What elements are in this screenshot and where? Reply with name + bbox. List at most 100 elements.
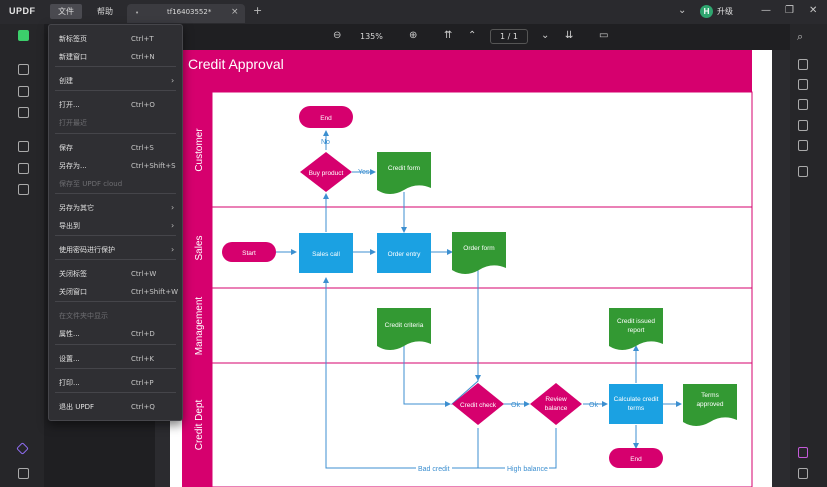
file-menu-item[interactable]: 设置...Ctrl+K	[49, 351, 182, 367]
calculate-credit-terms-process	[609, 384, 663, 424]
file-menu-item[interactable]: 打开... Ctrl+O	[49, 97, 182, 113]
zoom-out-icon[interactable]: ⊖	[333, 30, 342, 41]
menu-help[interactable]: 帮助	[97, 7, 113, 16]
order-form-document	[452, 232, 506, 274]
credit-check-decision	[452, 383, 504, 425]
menu-separator	[55, 66, 176, 67]
chevron-right-icon: ›	[171, 76, 175, 85]
upgrade-button[interactable]: H 升级	[700, 3, 742, 20]
label-ok-1: Ok	[511, 402, 520, 409]
chevron-right-icon: ›	[171, 203, 175, 212]
calculate-credit-terms-line-2: terms	[628, 405, 645, 412]
credit-issued-report-document	[609, 308, 663, 350]
layers-icon[interactable]	[16, 442, 29, 455]
previous-page-icon[interactable]: ⌃	[468, 30, 477, 41]
comment-icon[interactable]	[18, 64, 29, 75]
file-menu-item-label: 属性...	[59, 330, 80, 338]
convert-icon[interactable]	[798, 79, 808, 90]
title-band	[182, 50, 752, 78]
diagram-title: Credit Approval	[188, 56, 284, 72]
chevron-right-icon: ›	[171, 245, 175, 254]
credit-form-document	[377, 152, 431, 194]
unsaved-dot: •	[135, 9, 140, 17]
credit-criteria-label: Credit criteria	[385, 322, 424, 329]
file-menu-item[interactable]: 导出到›	[49, 218, 182, 234]
page-number-input[interactable]: 1 / 1	[490, 29, 528, 44]
new-tab-icon[interactable]: +	[253, 4, 263, 17]
presentation-icon[interactable]: ▭	[599, 30, 609, 41]
buy-product-decision	[300, 152, 352, 192]
zoom-in-icon[interactable]: ⊕	[409, 30, 418, 41]
file-menu-item-label: 关闭标签	[59, 270, 87, 278]
ocr-icon[interactable]	[18, 141, 29, 152]
menu-separator	[55, 344, 176, 345]
file-menu-item-shortcut: Ctrl+O	[131, 101, 155, 109]
credit-issued-report-line-2: report	[628, 327, 645, 334]
file-menu-item[interactable]: 使用密码进行保护 ›	[49, 242, 182, 258]
file-menu-item-label: 打开最近	[59, 119, 87, 127]
file-menu-item[interactable]: 另存为...Ctrl+Shift+S	[49, 158, 182, 174]
search-icon[interactable]: ⌕	[797, 30, 804, 43]
review-balance-decision	[530, 383, 582, 425]
flowchart: Credit Approval Customer Sales Managemen…	[182, 50, 753, 487]
file-menu-item-label: 关闭窗口	[59, 288, 87, 296]
start-label: Start	[242, 250, 256, 257]
pdf-page: Credit Approval Customer Sales Managemen…	[170, 50, 772, 487]
file-menu-item[interactable]: 创建›	[49, 73, 182, 89]
form-icon[interactable]	[18, 107, 29, 118]
email-icon[interactable]	[798, 140, 808, 151]
document-tab[interactable]: • tf16403552* ×	[127, 4, 245, 23]
lane-customer: Customer	[194, 128, 205, 172]
terms-approved-document	[683, 384, 737, 426]
menu-file[interactable]: 文件	[50, 4, 82, 19]
protect-icon[interactable]	[798, 99, 808, 110]
terms-approved-line-2: approved	[696, 401, 723, 408]
crop-icon[interactable]	[18, 184, 29, 195]
right-tool-rail: ⌕	[790, 24, 827, 487]
save-icon[interactable]	[798, 166, 808, 177]
file-menu-item[interactable]: 属性...Ctrl+D	[49, 326, 182, 342]
review-balance-line-2: balance	[545, 405, 568, 412]
file-menu-item-shortcut: Ctrl+S	[131, 144, 154, 152]
title-bar: UPDF 文件 帮助 • tf16403552* × + ⌄ H 升级 — ❐ …	[0, 0, 827, 24]
review-balance-line-1: Review	[545, 396, 567, 403]
edit-icon[interactable]	[18, 86, 29, 97]
next-page-icon[interactable]: ⌄	[541, 30, 550, 41]
share-icon[interactable]	[798, 120, 808, 131]
reader-icon[interactable]	[18, 30, 29, 41]
file-menu-item[interactable]: 打印...Ctrl+P	[49, 375, 182, 391]
file-menu-item-label: 设置...	[59, 355, 80, 363]
updf-ai-icon[interactable]	[798, 447, 808, 458]
lane-credit-dept: Credit Dept	[194, 399, 205, 450]
file-menu-item-shortcut: Ctrl+N	[131, 53, 155, 61]
organize-pages-icon[interactable]	[18, 163, 29, 174]
file-menu-item[interactable]: 另存为其它›	[49, 200, 182, 216]
last-page-icon[interactable]: ⇊	[565, 30, 574, 41]
feedback-icon[interactable]	[798, 468, 808, 479]
close-window-icon[interactable]: ✕	[809, 5, 818, 16]
file-menu-item: 在文件夹中显示	[49, 308, 182, 324]
lane-header-column	[182, 78, 212, 487]
menu-separator	[55, 90, 176, 91]
bookmark-icon[interactable]	[18, 468, 29, 479]
minimize-icon[interactable]: —	[761, 5, 771, 16]
file-menu-item-label: 在文件夹中显示	[59, 312, 108, 320]
restore-icon[interactable]: ❐	[785, 5, 794, 16]
zoom-level[interactable]: 135%	[360, 32, 383, 41]
first-page-icon[interactable]: ⇈	[444, 30, 453, 41]
end-bottom-label: End	[630, 456, 642, 463]
file-menu-item-label: 打开...	[59, 101, 80, 109]
credit-criteria-document	[377, 308, 431, 350]
close-tab-icon[interactable]: ×	[231, 7, 239, 17]
ai-icon[interactable]	[798, 59, 808, 70]
file-menu-item-label: 使用密码进行保护	[59, 246, 115, 254]
menu-separator	[55, 235, 176, 236]
chevron-down-icon[interactable]: ⌄	[678, 5, 687, 16]
